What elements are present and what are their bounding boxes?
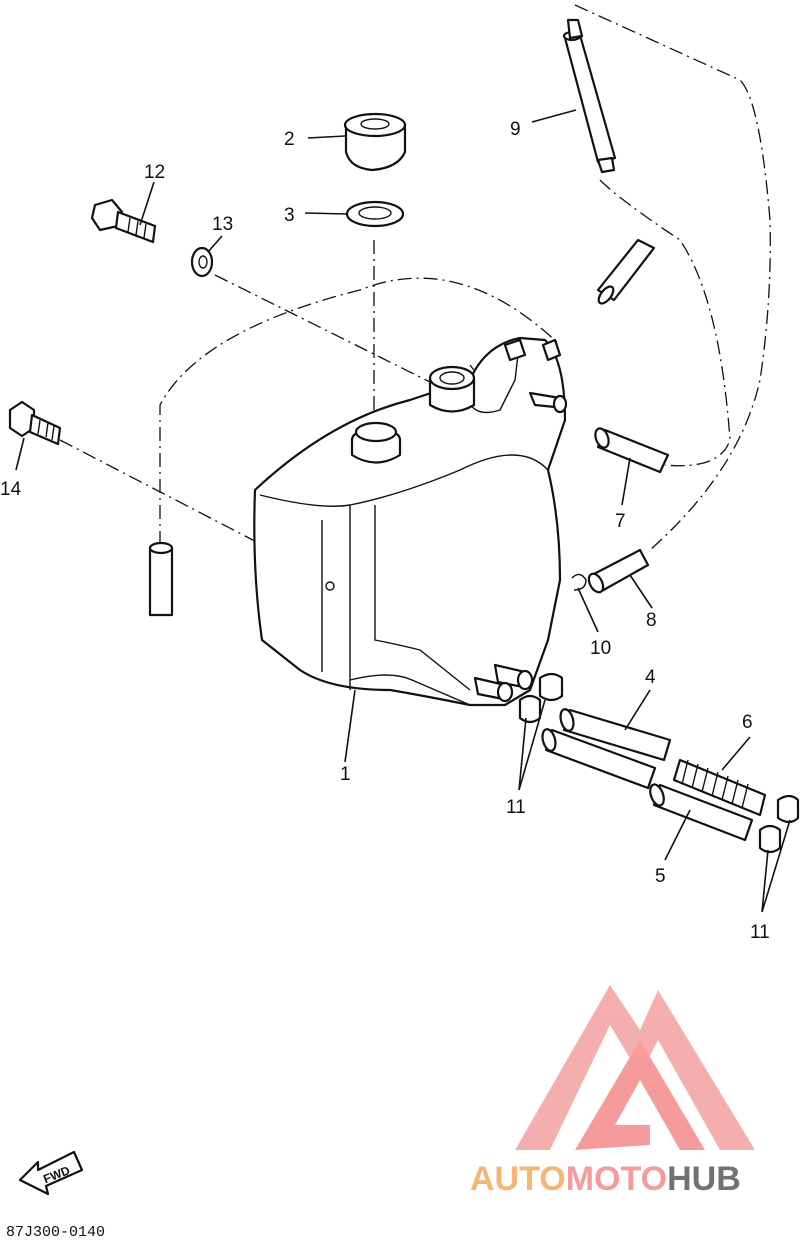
spring-6 [672,758,767,817]
fwd-arrow-icon: FWD [18,1150,84,1196]
logo-triangle-outer [515,985,755,1150]
callout-11-left: 11 [506,797,526,818]
hose-left [148,541,174,617]
callout-6: 6 [742,712,753,733]
callout-labels: 1 2 3 4 5 6 7 8 9 10 11 11 12 13 14 [0,119,770,943]
cap-gasket [345,200,405,228]
callout-1: 1 [340,764,351,785]
callout-9: 9 [510,119,521,140]
callout-13: 13 [212,214,233,235]
callout-10: 10 [590,638,611,659]
hose-upper [596,238,656,305]
callout-14: 14 [0,479,22,500]
callout-11-right: 11 [750,922,770,943]
svg-text:AUTOMOTOHUB: AUTOMOTOHUB [470,1160,741,1198]
clamps-11-right [758,794,800,854]
hose-4 [559,708,672,762]
drawing-code: 87J300-0140 [6,1224,105,1241]
leader-lines [15,109,791,913]
hose-8 [587,548,650,594]
logo-g-mark [575,1040,705,1150]
bolt-14 [8,400,62,446]
hose-9 [562,18,617,174]
callout-5: 5 [655,866,666,887]
brand-auto: AUTO [470,1160,566,1198]
callout-3: 3 [284,205,295,226]
washer-13 [190,246,214,278]
callout-2: 2 [284,129,295,150]
hose-5 [649,783,754,842]
clip-10 [571,573,587,591]
clamps-11-left [518,672,564,724]
hose-4b [541,728,657,790]
callout-4: 4 [645,667,656,688]
callout-8: 8 [646,610,657,631]
callout-12: 12 [144,162,165,183]
tank-cap [343,112,407,172]
bolt-12 [90,198,157,244]
oil-tank [253,336,568,707]
automotohub-logo: AUTOMOTOHUB [470,985,755,1198]
brand-moto: MOTO [566,1160,667,1198]
callout-7: 7 [615,511,626,532]
brand-hub: HUB [667,1160,741,1198]
hose-7 [594,427,670,474]
